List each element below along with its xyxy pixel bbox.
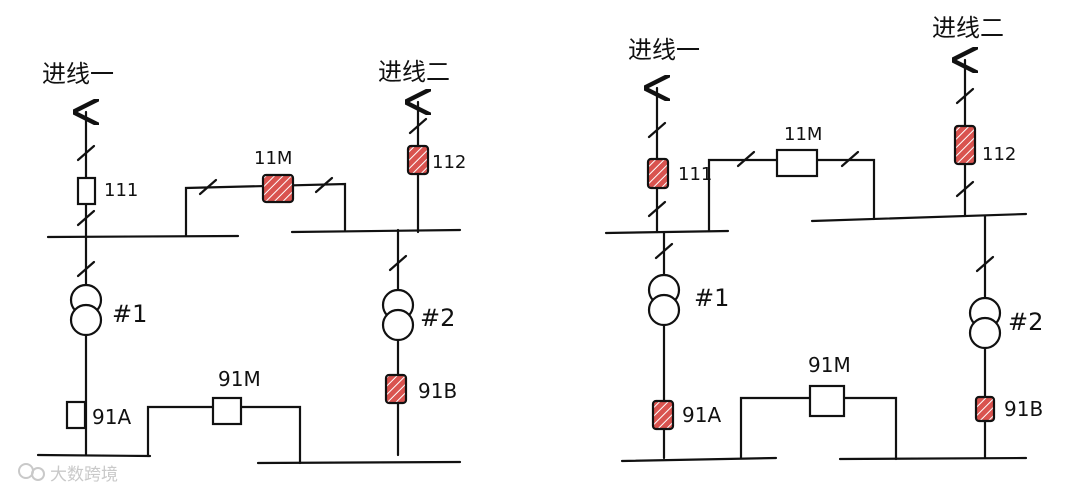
diagram-1-label-incoming2: 进线二: [378, 58, 450, 86]
diagram-1-label-11M: 11M: [254, 148, 292, 169]
diagram-1-label-t2: #2: [420, 304, 455, 332]
diagram-2-label-91A: 91A: [682, 403, 721, 427]
diagram-2-label-11M: 11M: [784, 124, 822, 145]
diagram-1-transformer-2: [381, 288, 415, 342]
diagram-1-breaker-91B: [384, 373, 408, 405]
diagram-2-transformer-1: [647, 273, 681, 327]
diagram-1-label-91B: 91B: [418, 379, 457, 403]
diagram-1-label-112: 112: [432, 152, 466, 173]
diagram-1-label-111: 111: [104, 180, 138, 201]
watermark: 大数跨境: [18, 463, 118, 485]
diagram-2-transformer-2: [968, 296, 1002, 350]
diagram-2-label-111: 111: [678, 164, 712, 185]
diagram-2-label-incoming1: 进线一: [628, 36, 700, 64]
diagram-1-label-91A: 91A: [92, 405, 131, 429]
diagram-2-breaker-111: [646, 157, 670, 190]
diagram-2-breaker-91A: [651, 399, 675, 431]
diagram-1-breaker-111: [76, 176, 97, 206]
watermark-text: 大数跨境: [50, 465, 118, 485]
diagram-2-breaker-112: [953, 124, 977, 166]
diagram-2-label-91M: 91M: [808, 353, 851, 377]
diagram-2-breaker-91M: [808, 384, 846, 418]
diagram-1-label-t1: #1: [112, 300, 147, 328]
diagram-2-label-91B: 91B: [1004, 397, 1043, 421]
diagram-2-label-t2: #2: [1008, 308, 1043, 336]
diagram-2: 进线一 进线二 111 11M 112 #1 #2 91A 91M 91B: [604, 14, 1043, 463]
diagram-1-breaker-91A: [65, 400, 87, 430]
diagram-1-label-91M: 91M: [218, 367, 261, 391]
diagram-2-breaker-91B: [974, 395, 996, 423]
diagram-1: 进线一 进线二 111 11M 112 #1 #2 91A 91M 91B: [36, 58, 466, 465]
diagram-2-label-112: 112: [982, 144, 1016, 165]
diagram-2-label-incoming2: 进线二: [932, 14, 1004, 42]
diagram-2-label-t1: #1: [694, 284, 729, 312]
diagram-1-breaker-91M: [211, 396, 243, 426]
diagram-1-transformer-1: [69, 283, 103, 337]
diagram-1-breaker-11M: [261, 173, 295, 204]
wechat-logo-icon: [18, 463, 45, 481]
diagram-1-breaker-112: [406, 144, 430, 176]
diagram-2-breaker-11M: [775, 148, 819, 178]
diagram-1-label-incoming1: 进线一: [42, 60, 114, 88]
